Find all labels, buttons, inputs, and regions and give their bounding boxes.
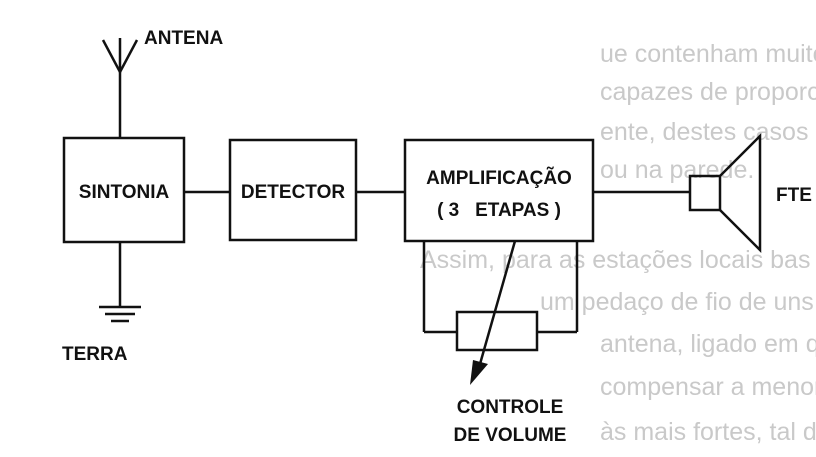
- background-text-line: ou na parede.: [600, 156, 754, 184]
- background-text-line: compensar a menor antena. Já para as: [600, 373, 816, 401]
- background-text-line: antena, ligado em qualquer lugar: [600, 330, 816, 358]
- speaker-symbol: [688, 132, 762, 254]
- detector-block: [228, 138, 358, 242]
- detector-block-label: DETECTOR: [241, 182, 345, 203]
- tuning-block-label: SINTONIA: [79, 182, 170, 203]
- background-text-line: ue contenham muito ferro, podem ser: [600, 40, 816, 68]
- background-text-line: ente, destes casos seria preciso: [600, 118, 816, 146]
- background-text: ue contenham muito ferro, podem ser capa…: [420, 40, 816, 446]
- volume-potentiometer: [455, 310, 539, 352]
- background-text-line: um pedaço de fio de uns 2 ou 3 metros: [540, 288, 816, 316]
- antenna-label: ANTENA: [144, 28, 223, 49]
- amplification-block: [403, 138, 595, 243]
- background-text-line: Assim, para as estações locais bas: [420, 246, 810, 274]
- volume-sublabel: DE VOLUME: [454, 425, 567, 446]
- volume-control-wiring: [422, 241, 579, 334]
- speaker-label: FTE: [776, 185, 812, 206]
- volume-label: CONTROLE: [457, 397, 564, 418]
- ground-symbol: [99, 242, 141, 323]
- amplification-block-label: AMPLIFICAÇÃO: [426, 167, 572, 189]
- amplification-block-sublabel: ( 3 ETAPAS ): [437, 200, 561, 221]
- background-text-line: às mais fortes, tal dispositivo pode: [600, 418, 816, 446]
- ground-label: TERRA: [62, 344, 128, 365]
- wiper-arrowhead: [470, 360, 488, 385]
- antenna-symbol: [101, 38, 139, 138]
- tuning-block: [62, 136, 186, 244]
- potentiometer-wiper: [478, 240, 517, 365]
- background-text-line: capazes de proporcionar uma recepção: [600, 78, 816, 106]
